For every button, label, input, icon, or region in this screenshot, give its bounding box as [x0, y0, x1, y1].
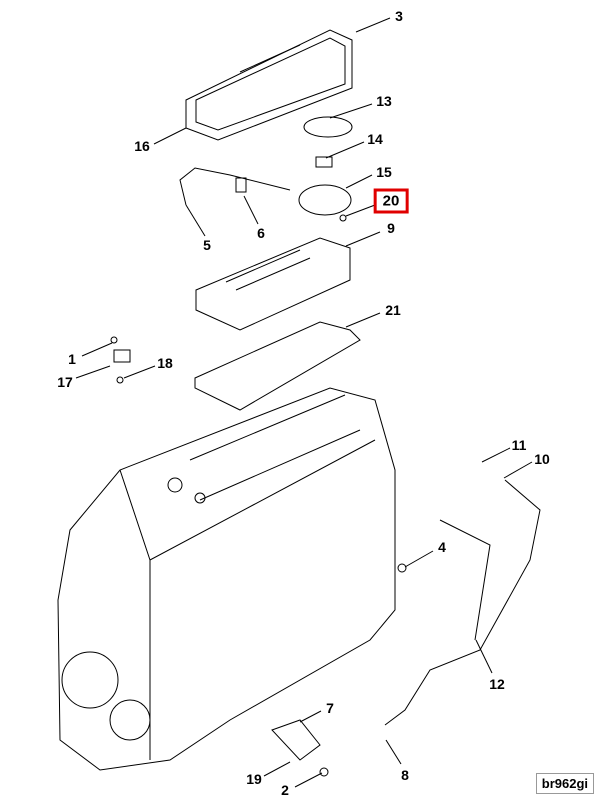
callout-10[interactable]: 10: [534, 451, 550, 467]
callout-9[interactable]: 9: [387, 220, 395, 236]
sensor-part: [113, 349, 131, 363]
bolt-1-part: [110, 336, 118, 344]
callout-20-highlighted[interactable]: 20: [373, 188, 409, 214]
callout-7[interactable]: 7: [326, 700, 334, 716]
callout-17[interactable]: 17: [57, 374, 73, 390]
callout-3[interactable]: 3: [395, 8, 403, 24]
breather-hose-part: [179, 167, 291, 206]
bolt-2-part: [319, 767, 329, 777]
seal-ring-part: [315, 156, 333, 168]
callout-15[interactable]: 15: [376, 164, 392, 180]
callout-12[interactable]: 12: [489, 676, 505, 692]
hose-clamp-part: [235, 177, 247, 193]
oil-line-part: [384, 479, 541, 726]
valve-cover-part: [195, 237, 351, 331]
breather-cap-part: [303, 116, 353, 138]
oring-18-part: [116, 376, 124, 384]
callout-2[interactable]: 2: [281, 782, 289, 798]
callout-1[interactable]: 1: [68, 351, 76, 367]
screw-20-part: [339, 214, 347, 222]
callout-8[interactable]: 8: [401, 767, 409, 783]
leader-lines: [75, 17, 533, 788]
engine-block-part: [57, 387, 396, 771]
callout-18[interactable]: 18: [157, 355, 173, 371]
callout-21[interactable]: 21: [385, 302, 401, 318]
oil-line-part-2: [439, 519, 491, 641]
diagram-reference-code: br962gi: [535, 773, 594, 794]
callout-16[interactable]: 16: [134, 138, 150, 154]
callout-14[interactable]: 14: [367, 131, 383, 147]
callout-6[interactable]: 6: [257, 225, 265, 241]
valve-cover-gasket-part: [194, 321, 361, 411]
callout-5[interactable]: 5: [203, 237, 211, 253]
plug-4-part: [397, 563, 407, 573]
breather-cover-part: [185, 29, 353, 141]
callout-4[interactable]: 4: [438, 539, 446, 555]
callout-11[interactable]: 11: [511, 437, 527, 453]
callout-19[interactable]: 19: [246, 771, 262, 787]
callout-13[interactable]: 13: [376, 93, 392, 109]
flange-7-part: [271, 719, 321, 761]
breather-housing-part: [298, 184, 352, 216]
